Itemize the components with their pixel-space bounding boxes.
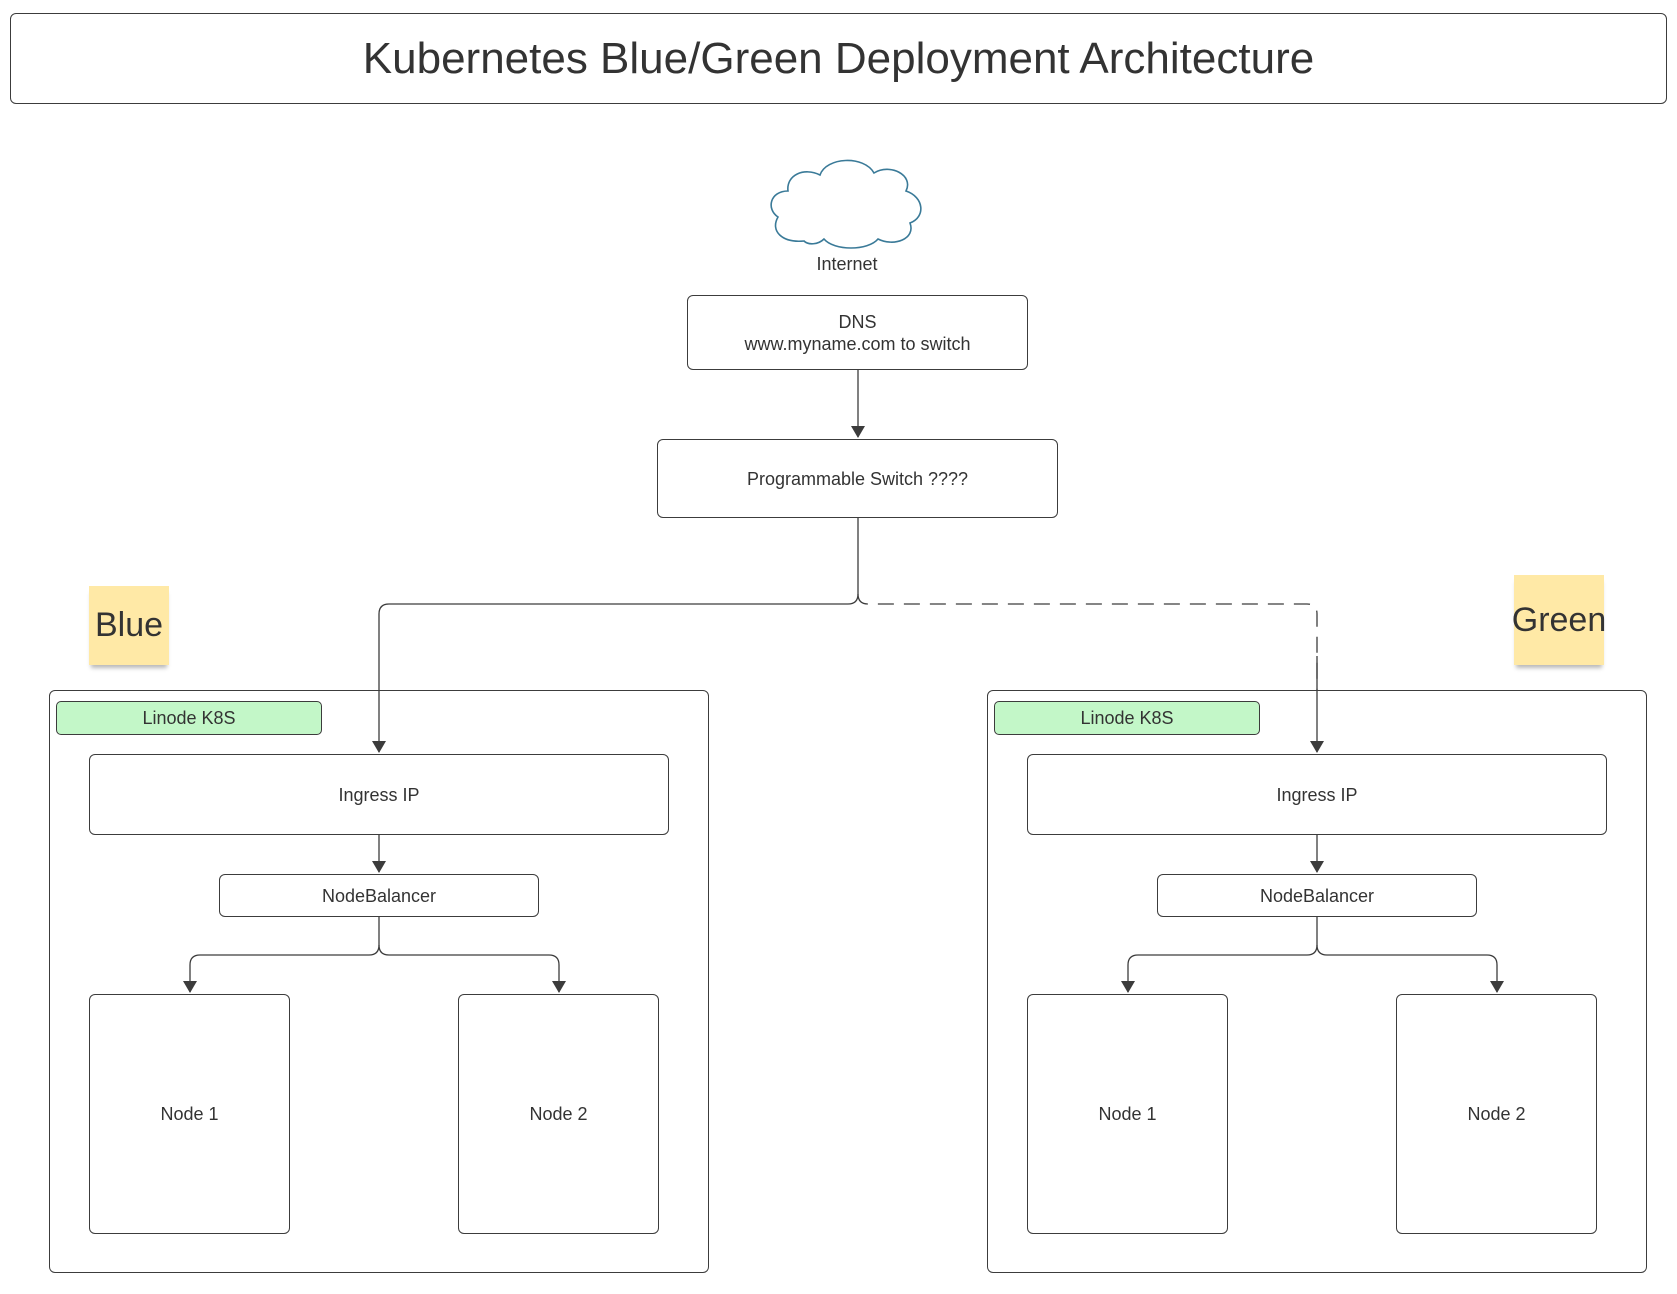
blue-ingress-label: Ingress IP (338, 784, 420, 805)
dns-domain: www.myname.com to switch (744, 333, 971, 354)
blue-balancer-to-node1-arrow (183, 917, 380, 993)
green-sticky-note: Green (1512, 575, 1606, 665)
green-node-2-label: Node 2 (1467, 1104, 1526, 1124)
blue-nodebalancer-label: NodeBalancer (321, 885, 437, 906)
blue-ingress-box[interactable]: Ingress IP (89, 754, 669, 835)
blue-node-1[interactable]: Node 1 (89, 994, 290, 1234)
switch-to-green-dashed-arrow (857, 593, 1318, 690)
green-balancer-to-node1-arrow (1121, 917, 1318, 993)
diagram-title: Kubernetes Blue/Green Deployment Archite… (10, 13, 1667, 104)
blue-balancer-to-node2-arrow (378, 944, 566, 993)
blue-nodebalancer-box[interactable]: NodeBalancer (219, 874, 539, 917)
blue-node-1-label: Node 1 (160, 1104, 219, 1124)
dns-box[interactable]: DNS www.myname.com to switch (687, 295, 1028, 370)
green-nodebalancer-box[interactable]: NodeBalancer (1157, 874, 1477, 917)
blue-sticky-note: Blue (89, 586, 169, 665)
internet-label: Internet (816, 254, 878, 274)
green-balancer-to-node2-arrow (1316, 944, 1504, 993)
green-node-1-label: Node 1 (1098, 1104, 1157, 1124)
green-nodebalancer-label: NodeBalancer (1259, 885, 1375, 906)
programmable-switch-box[interactable]: Programmable Switch ???? (657, 439, 1058, 518)
green-node-2[interactable]: Node 2 (1396, 994, 1597, 1234)
blue-node-2-label: Node 2 (529, 1104, 588, 1124)
programmable-switch-label: Programmable Switch ???? (746, 468, 969, 489)
green-ingress-label: Ingress IP (1276, 784, 1358, 805)
green-ingress-box[interactable]: Ingress IP (1027, 754, 1607, 835)
dns-title: DNS (838, 311, 877, 332)
blue-cluster-tag: Linode K8S (56, 701, 322, 735)
green-cluster-tag: Linode K8S (994, 701, 1260, 735)
blue-node-2[interactable]: Node 2 (458, 994, 659, 1234)
switch-to-blue-arrow (372, 518, 859, 753)
green-node-1[interactable]: Node 1 (1027, 994, 1228, 1234)
cloud-icon (770, 159, 922, 249)
